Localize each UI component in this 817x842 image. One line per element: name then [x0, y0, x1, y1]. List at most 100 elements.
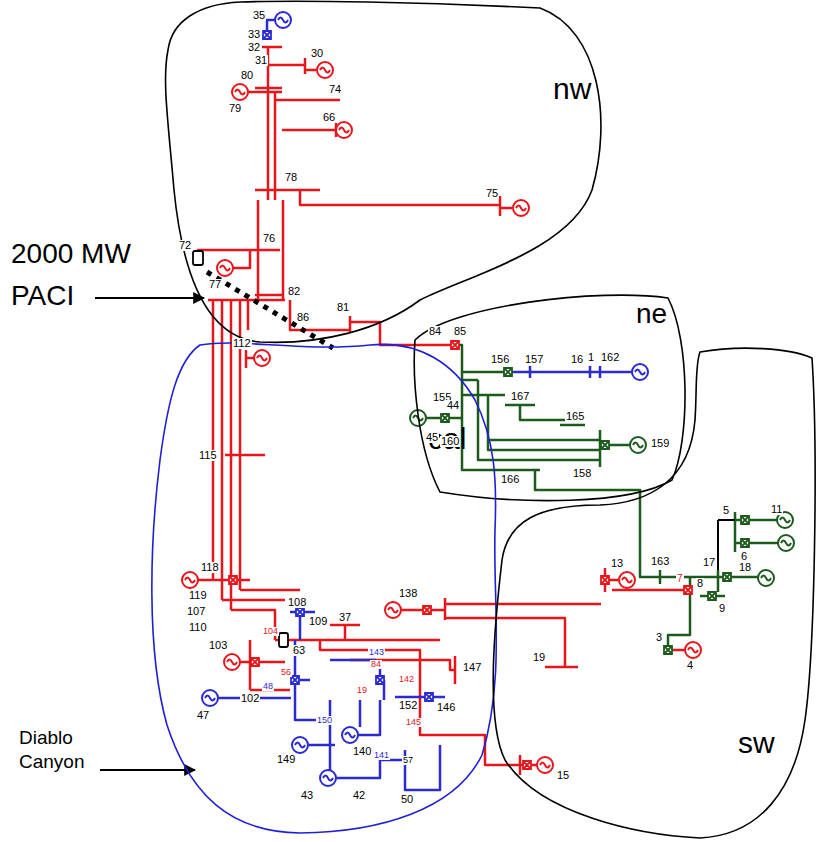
bus-number: 109 — [308, 616, 328, 627]
bus-number: 33 — [247, 29, 261, 40]
diablo-arrow — [100, 769, 195, 771]
flow-annotation: 2000 MW — [10, 240, 132, 268]
bus-number: 118 — [200, 562, 220, 573]
bus-number: 78 — [284, 172, 298, 183]
bus-number: 42 — [352, 790, 366, 801]
bus-number: 72 — [178, 240, 192, 251]
region-outline — [166, 1, 601, 342]
bus-number: 157 — [524, 354, 544, 365]
bus-number: 84 — [428, 326, 442, 337]
bus-number: 160 — [440, 436, 460, 447]
bus-number: 9 — [718, 603, 726, 614]
interface-label: PACI — [10, 282, 75, 310]
bus-number: 159 — [650, 438, 670, 449]
paci-arrow — [95, 297, 204, 299]
bus-number: 7 — [676, 574, 684, 584]
bus-number: 167 — [510, 391, 530, 402]
bus-number: 35 — [252, 10, 266, 21]
bus-number: 57 — [402, 756, 414, 765]
bus-number: 5 — [722, 505, 730, 516]
bus-number: 4 — [686, 660, 694, 671]
bus-number: 103 — [208, 640, 228, 651]
bus-number: 163 — [650, 556, 670, 567]
bus-number: 102 — [240, 693, 260, 704]
bus-number: 149 — [276, 754, 296, 765]
bus-number: 165 — [565, 411, 585, 422]
red-generators — [182, 62, 701, 773]
bus-number: 66 — [322, 112, 336, 123]
bus-number: 50 — [400, 794, 414, 805]
bus-number: 16 — [570, 354, 584, 365]
bus-number: 166 — [500, 474, 520, 485]
bus-number: 86 — [296, 312, 310, 323]
bus-number: 19 — [356, 686, 368, 695]
bus-number: 81 — [336, 302, 350, 313]
bus-number: 82 — [287, 286, 301, 297]
region-name: sw — [738, 728, 775, 758]
bus-number: 152 — [398, 700, 418, 711]
bus-number: 142 — [398, 675, 415, 684]
region-area: nw — [160, 0, 617, 350]
bus-number: 119 — [188, 590, 208, 601]
green-breakers — [441, 368, 749, 654]
bus-number: 85 — [453, 326, 467, 337]
bus-number: 13 — [610, 558, 624, 569]
bus-number: 110 — [188, 622, 208, 633]
bus-number: 8 — [696, 578, 704, 589]
green-lines — [426, 345, 778, 646]
bus-number: 1 — [587, 352, 595, 363]
bus-number: 48 — [262, 682, 274, 691]
bus-number: 112 — [232, 338, 252, 349]
bus-number: 47 — [196, 710, 210, 721]
bus-number: 143 — [368, 648, 385, 657]
bus-number: 19 — [532, 652, 546, 663]
green-generators — [410, 410, 794, 586]
bus-number: 140 — [352, 746, 372, 757]
bus-number: 76 — [262, 233, 276, 244]
bus-number: 84 — [370, 660, 382, 669]
bus-number: 145 — [405, 718, 422, 727]
region-outline — [152, 343, 497, 833]
region-name: nw — [553, 74, 591, 104]
bus-number: 158 — [572, 468, 592, 479]
bus-number: 18 — [738, 562, 752, 573]
generators — [182, 12, 794, 786]
bus-number: 150 — [316, 716, 333, 725]
bus-number: 75 — [485, 188, 499, 199]
blue-generators — [202, 12, 648, 786]
bus-number: 115 — [198, 450, 218, 461]
bus-number: 6 — [740, 551, 748, 562]
bus-number: 63 — [292, 645, 306, 656]
bus-number: 15 — [556, 770, 570, 781]
bus-number: 3 — [655, 632, 663, 643]
blue-lines — [218, 20, 632, 790]
bus-number: 156 — [490, 354, 510, 365]
bus-number: 77 — [208, 279, 222, 290]
region-outline — [493, 348, 815, 838]
bus-number: 147 — [462, 662, 482, 673]
bus-number: 108 — [287, 597, 307, 608]
bus-number: 43 — [300, 790, 314, 801]
bus-number: 31 — [254, 55, 268, 66]
bus-number: 44 — [446, 400, 460, 411]
region-name: ne — [636, 300, 667, 328]
svc-symbols — [193, 251, 288, 647]
bus-number: 104 — [262, 627, 279, 636]
bus-number: 74 — [328, 84, 342, 95]
bus-number: 141 — [373, 751, 390, 760]
bus-number: 162 — [600, 352, 620, 363]
bus-number: 146 — [436, 702, 456, 713]
wires — [198, 20, 778, 790]
bus-number: 32 — [247, 42, 261, 53]
bus-number: 30 — [310, 48, 324, 59]
region-area: sw — [480, 340, 817, 842]
bus-number: 11 — [770, 504, 783, 515]
breakers — [229, 31, 749, 769]
bus-number: 17 — [702, 557, 716, 568]
bus-number: 138 — [398, 588, 418, 599]
